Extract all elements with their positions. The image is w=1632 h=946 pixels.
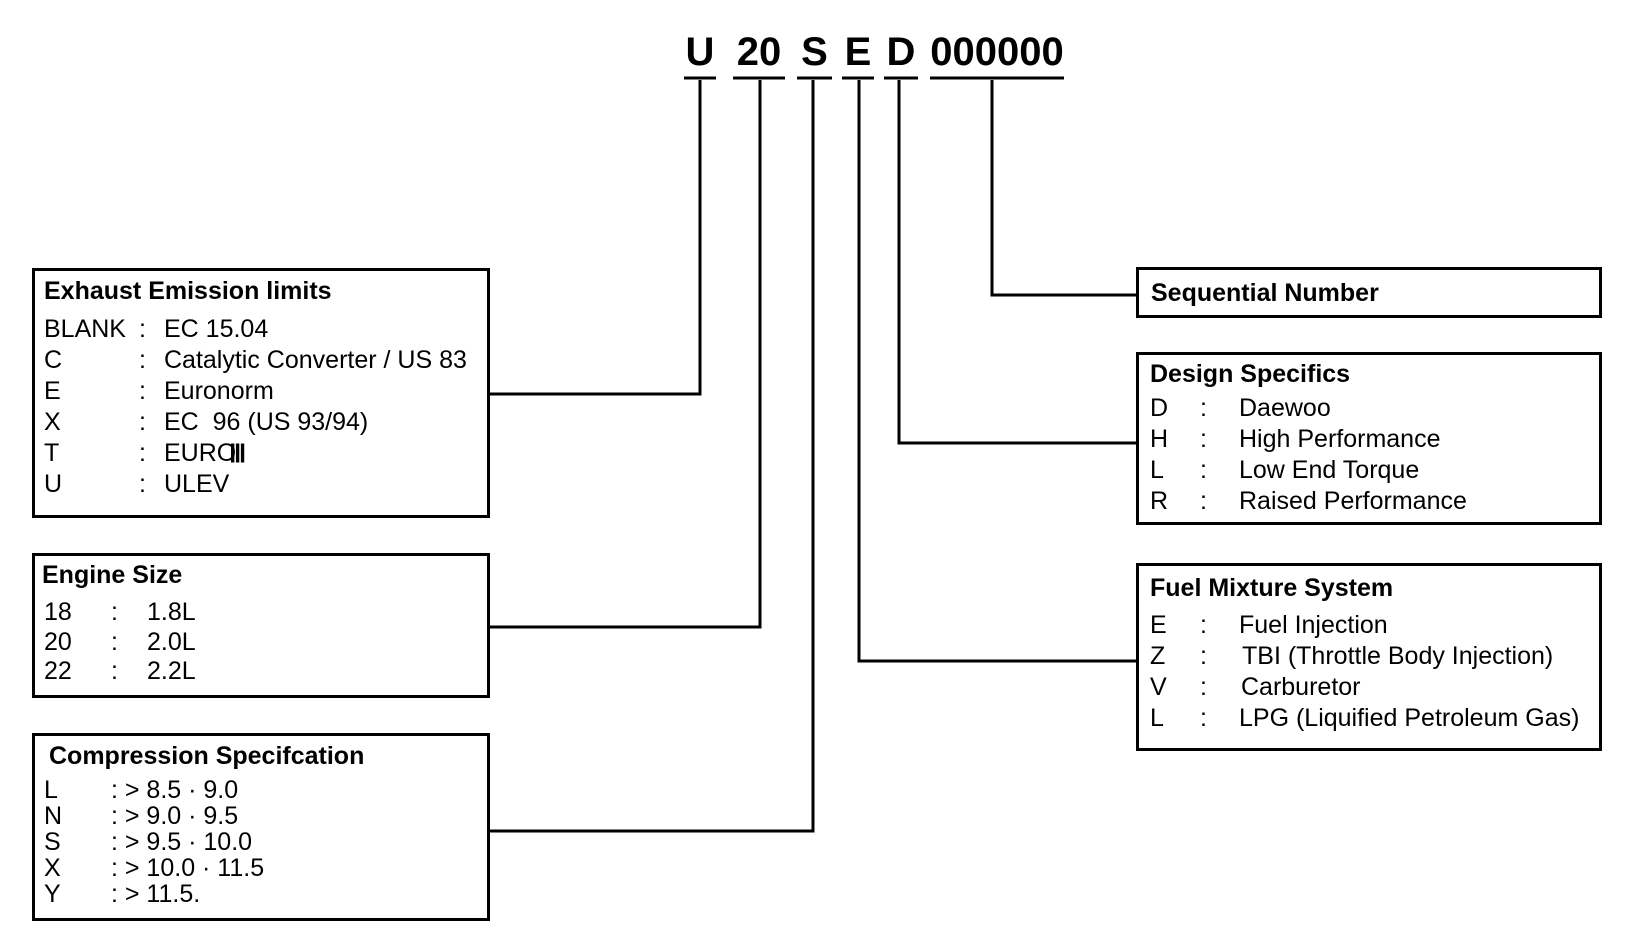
row-value: : > 10.0 · 11.5 bbox=[111, 854, 265, 882]
sequential-title: Sequential Number bbox=[1151, 279, 1379, 307]
row-sep: : bbox=[1200, 425, 1207, 453]
row-sep: : bbox=[139, 377, 146, 405]
row-sep: : bbox=[1200, 642, 1207, 670]
row-value: Carburetor bbox=[1241, 673, 1361, 701]
row-value: : > 9.0 · 9.5 bbox=[111, 802, 239, 830]
row-sep: : bbox=[1200, 704, 1207, 732]
row-value: EURO bbox=[164, 439, 237, 467]
row-value: Daewoo bbox=[1239, 394, 1331, 422]
connector-d-design bbox=[897, 80, 1136, 445]
row-sep: : bbox=[111, 657, 118, 685]
row-key: N bbox=[44, 802, 63, 830]
row-sep: : bbox=[1200, 611, 1207, 639]
row-key: T bbox=[44, 439, 60, 467]
row-sep: : bbox=[139, 470, 146, 498]
code-part-u: U bbox=[685, 30, 715, 74]
row-sep: : bbox=[139, 315, 146, 343]
code-part-20: 20 bbox=[736, 30, 782, 74]
row-sep: : bbox=[1200, 673, 1207, 701]
row-sep: : bbox=[139, 408, 146, 436]
row-key: R bbox=[1150, 487, 1169, 515]
emission-box: Exhaust Emission limits BLANK : EC 15.04… bbox=[32, 268, 490, 518]
row-key: 22 bbox=[44, 657, 72, 685]
row-key: Z bbox=[1150, 642, 1166, 670]
connector-seq-sequential bbox=[990, 80, 1136, 297]
row-sep: : bbox=[1200, 456, 1207, 484]
code-part-seq: 000000 bbox=[930, 30, 1064, 74]
row-value: 2.0L bbox=[147, 628, 196, 656]
engine-size-box: Engine Size 18 : 1.8L 20 : 2.0L 22 : 2.2… bbox=[32, 553, 490, 698]
design-title: Design Specifics bbox=[1150, 360, 1351, 388]
row-key: L bbox=[1150, 704, 1164, 732]
row-key: X bbox=[44, 408, 61, 436]
row-value: TBI (Throttle Body Injection) bbox=[1242, 642, 1554, 670]
code-part-s: S bbox=[801, 30, 828, 74]
row-value: Raised Performance bbox=[1239, 487, 1467, 515]
row-sep: : bbox=[139, 439, 146, 467]
row-sep: : bbox=[111, 628, 118, 656]
row-key: E bbox=[44, 377, 61, 405]
connector-s-compression bbox=[490, 80, 815, 833]
compression-box: Compression Specifcation L : > 8.5 · 9.0… bbox=[32, 733, 490, 921]
row-sep: : bbox=[111, 598, 118, 626]
row-key: D bbox=[1150, 394, 1169, 422]
row-value: Fuel Injection bbox=[1239, 611, 1388, 639]
connector-20-engine bbox=[490, 80, 762, 629]
row-key: C bbox=[44, 346, 63, 374]
connector-e-fuel bbox=[857, 80, 1136, 663]
row-value: Low End Torque bbox=[1239, 456, 1420, 484]
row-sep: : bbox=[1200, 394, 1207, 422]
row-value: ULEV bbox=[164, 470, 230, 498]
row-value: : > 8.5 · 9.0 bbox=[111, 776, 239, 804]
row-value: : > 9.5 · 10.0 bbox=[111, 828, 253, 856]
roman-three: Ⅲ bbox=[229, 441, 247, 468]
row-sep: : bbox=[139, 346, 146, 374]
row-value: EC 96 (US 93/94) bbox=[164, 408, 369, 436]
row-key: V bbox=[1150, 673, 1167, 701]
row-key: S bbox=[44, 828, 61, 856]
row-key: 18 bbox=[44, 598, 72, 626]
code-part-e: E bbox=[844, 30, 872, 74]
row-value: Euronorm bbox=[164, 377, 274, 405]
row-value: 1.8L bbox=[147, 598, 196, 626]
row-key: U bbox=[44, 470, 63, 498]
row-value: High Performance bbox=[1239, 425, 1441, 453]
code-part-d: D bbox=[886, 30, 916, 74]
fuel-box: Fuel Mixture System E : Fuel Injection Z… bbox=[1136, 563, 1602, 751]
row-key: H bbox=[1150, 425, 1169, 453]
row-value: EC 15.04 bbox=[164, 315, 269, 343]
fuel-title: Fuel Mixture System bbox=[1150, 574, 1394, 602]
design-box: Design Specifics D : Daewoo H : High Per… bbox=[1136, 352, 1602, 525]
sequential-box: Sequential Number bbox=[1136, 267, 1602, 318]
row-key: L bbox=[1150, 456, 1164, 484]
row-key: L bbox=[44, 776, 58, 804]
engine-size-title: Engine Size bbox=[42, 561, 183, 589]
row-sep: : bbox=[1200, 487, 1207, 515]
compression-title: Compression Specifcation bbox=[49, 742, 365, 770]
row-key: E bbox=[1150, 611, 1167, 639]
row-key: X bbox=[44, 854, 61, 882]
row-value: 2.2L bbox=[147, 657, 196, 685]
emission-title: Exhaust Emission limits bbox=[44, 277, 332, 305]
row-key: 20 bbox=[44, 628, 72, 656]
row-value: : > 11.5. bbox=[111, 880, 201, 908]
row-key: Y bbox=[44, 880, 61, 908]
connector-u-emission bbox=[490, 80, 702, 396]
row-value: LPG (Liquified Petroleum Gas) bbox=[1239, 704, 1580, 732]
row-value: Catalytic Converter / US 83 bbox=[164, 346, 467, 374]
row-key: BLANK bbox=[44, 315, 126, 343]
